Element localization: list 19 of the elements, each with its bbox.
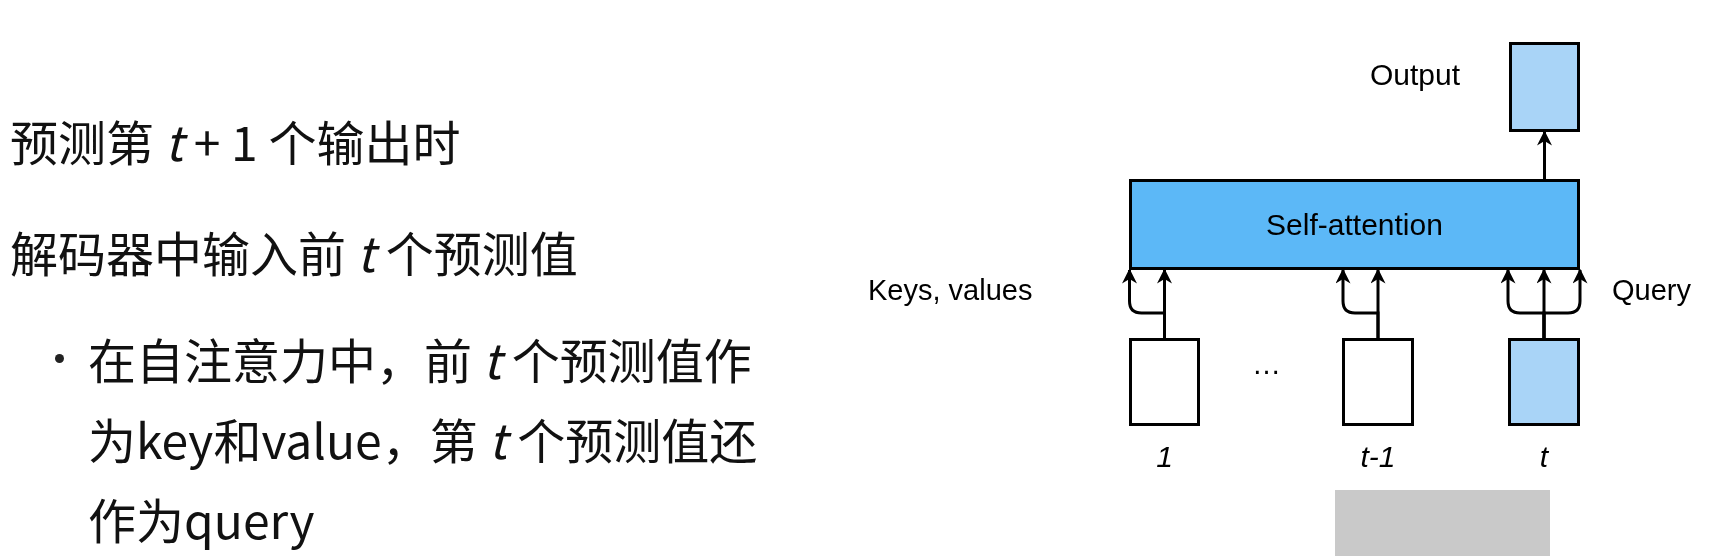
- side-label: Keys, values: [868, 274, 1034, 307]
- output-box: [1509, 42, 1580, 132]
- side-label: Query: [1612, 274, 1692, 307]
- input-box: [1508, 338, 1580, 426]
- box-caption: t: [1538, 440, 1550, 474]
- arrow: [1122, 268, 1166, 338]
- box-caption: 1: [1155, 440, 1174, 474]
- arrow: [1537, 130, 1552, 179]
- input-box: [1129, 338, 1200, 426]
- arrow: [1335, 268, 1380, 338]
- attention-block: Self-attention: [1129, 179, 1580, 270]
- heading-text: 解码器中输入前 t 个预测值: [10, 215, 579, 288]
- box-caption: Output: [1368, 58, 1460, 92]
- box-caption: t-1: [1359, 440, 1397, 474]
- bullet-text: 在自注意力中，前 t 个预测值作为key和value，第 t 个预测值还作为query: [88, 322, 759, 555]
- input-box: [1342, 338, 1414, 426]
- arrow: [1542, 268, 1588, 338]
- heading-text: 预测第 t + 1 个输出时: [10, 104, 462, 177]
- ellipsis: …: [1252, 348, 1282, 381]
